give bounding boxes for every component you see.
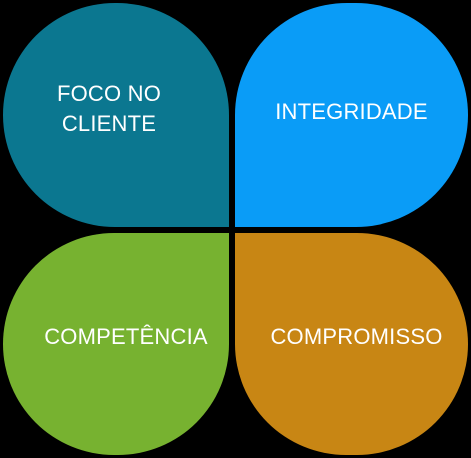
- petal-compromisso: COMPROMISSO: [235, 233, 468, 455]
- petal-label: COMPETÊNCIA: [44, 324, 208, 349]
- petal-label: COMPROMISSO: [270, 324, 443, 349]
- petal-foco-no-cliente: FOCO NO CLIENTE: [3, 3, 229, 227]
- petal-competencia: COMPETÊNCIA: [3, 233, 229, 455]
- petal-label: FOCO NO CLIENTE: [56, 81, 162, 136]
- petal-integridade: INTEGRIDADE: [235, 3, 468, 227]
- petal-label: INTEGRIDADE: [275, 99, 428, 124]
